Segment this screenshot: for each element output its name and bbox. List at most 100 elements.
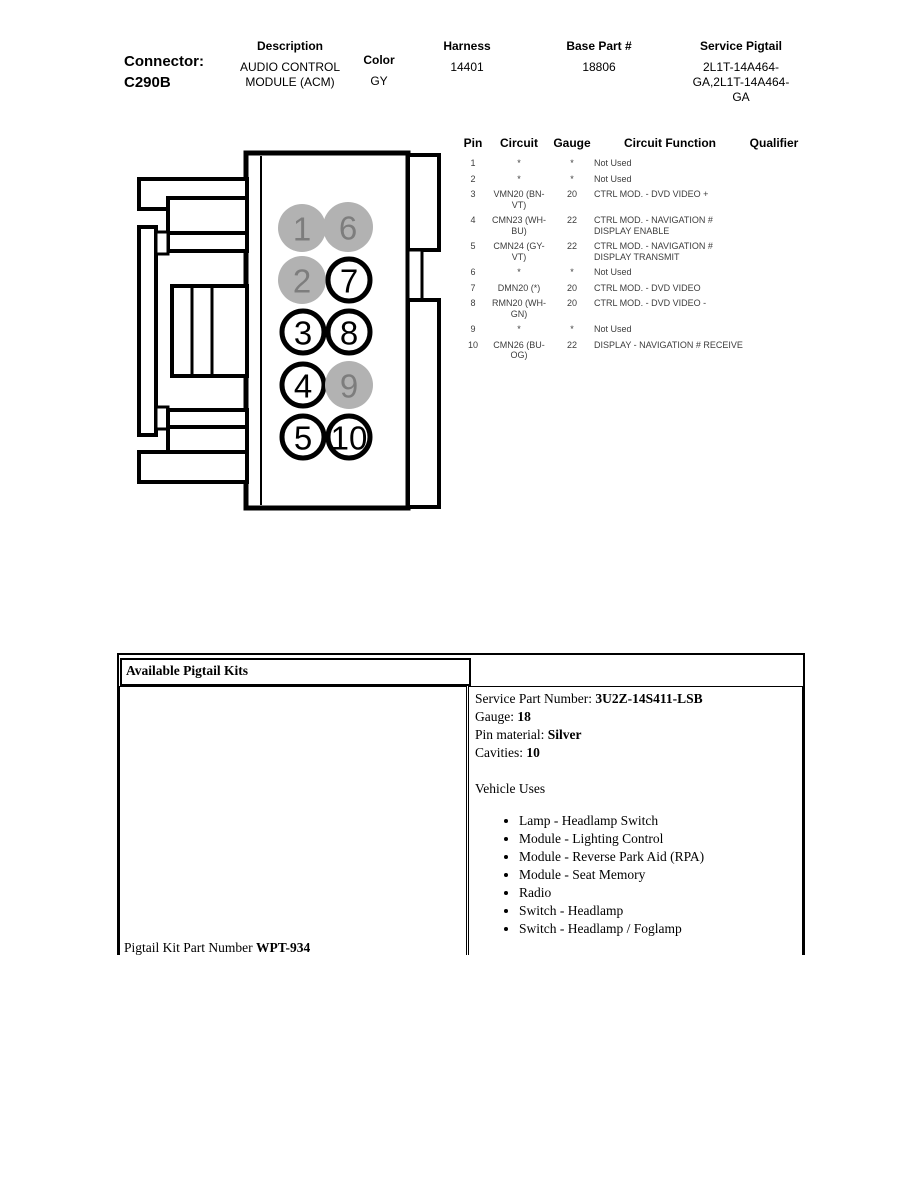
kit-detail-label: Pin material:: [475, 727, 545, 742]
pin-8: 8: [325, 308, 373, 356]
pin-8-number: 8: [340, 315, 358, 352]
right-tab-bottom: [406, 298, 441, 509]
pigtail-kits-header-row: Available Pigtail Kits: [119, 655, 803, 686]
gauge-cell: *: [570, 324, 574, 334]
pin-4: 4: [279, 361, 327, 409]
circuit-cell: DMN20 (*): [497, 282, 541, 293]
function-cell: Not Used: [594, 158, 632, 168]
pigtail-kits-title: Available Pigtail Kits: [126, 663, 248, 678]
kit-detail-value: Silver: [547, 727, 582, 742]
pin-2: 2: [278, 256, 326, 304]
base-part-label: Base Part #: [566, 39, 632, 53]
pin-7: 7: [325, 256, 373, 304]
kit-detail-cell: Service Part Number: 3U2Z-14S411-LSB Gau…: [468, 686, 803, 955]
circuit-cell: *: [517, 158, 521, 168]
connector-title: Connector: C290B: [124, 51, 204, 93]
circuit-cell: *: [517, 267, 521, 277]
pin-table-row: 7 DMN20 (*) 20 CTRL MOD. - DVD VIDEO: [458, 280, 802, 296]
pin-10: 10: [325, 413, 373, 461]
kit-detail-label: Gauge:: [475, 709, 514, 724]
qualifier-cell: [746, 186, 802, 212]
gauge-cell: 20: [566, 282, 577, 293]
kit-detail-value: 3U2Z-14S411-LSB: [595, 691, 703, 706]
pin-table-row: 9 * * Not Used: [458, 321, 802, 337]
pin-table-row: 4 CMN23 (WH-BU) 22 CTRL MOD. - NAVIGATIO…: [458, 212, 802, 238]
pin-1: 1: [278, 204, 326, 252]
qualifier-cell: [746, 212, 802, 238]
header-col-base-part: Base Part # 18806: [553, 39, 645, 75]
kit-part-number-value: WPT-934: [256, 940, 311, 955]
kit-part-number-label: Pigtail Kit Part Number: [124, 940, 253, 955]
vehicle-use-item: Module - Reverse Park Aid (RPA): [519, 848, 796, 866]
qualifier-cell: [746, 321, 802, 337]
pin-cell: 4: [470, 215, 476, 225]
pin-cell: 3: [470, 189, 476, 199]
vehicle-use-item: Module - Lighting Control: [519, 830, 796, 848]
pin-table-header-row: Pin Circuit Gauge Circuit Function Quali…: [458, 136, 802, 155]
pin-table-row: 2 * * Not Used: [458, 171, 802, 187]
pin-cell: 10: [467, 339, 478, 350]
pigtail-kits-body-row: Pigtail Kit Part Number WPT-934 Service …: [119, 686, 803, 955]
pin-6-number: 6: [339, 210, 357, 247]
circuit-cell: CMN23 (WH-BU): [492, 215, 546, 236]
gauge-cell: *: [570, 158, 574, 168]
pin-table-row: 10 CMN26 (BU-OG) 22 DISPLAY - NAVIGATION…: [458, 337, 802, 363]
pin-2-number: 2: [293, 263, 311, 300]
pin-6: 6: [323, 202, 373, 252]
connector-diagram: 1 6 2 7 3 8 4: [120, 140, 460, 520]
left-ribbed-block: [170, 284, 249, 378]
kit-detail-line: Gauge: 18: [475, 708, 796, 726]
gauge-header: Gauge: [553, 136, 591, 150]
kit-detail-line: Cavities: 10: [475, 744, 796, 762]
vehicle-use-item: Radio: [519, 884, 796, 902]
gauge-cell: 20: [566, 189, 577, 199]
pin-5: 5: [279, 413, 327, 461]
gauge-cell: *: [570, 173, 574, 184]
left-small-bar-top: [154, 230, 170, 256]
qualifier-cell: [746, 155, 802, 171]
gauge-cell: 20: [566, 298, 577, 308]
pin-9: 9: [325, 361, 373, 409]
circuit-function-header: Circuit Function: [624, 136, 716, 150]
pin-cell: 8: [470, 298, 476, 308]
function-cell: CTRL MOD. - NAVIGATION # DISPLAY ENABLE: [594, 215, 713, 236]
function-cell: Not Used: [594, 267, 632, 277]
qualifier-cell: [746, 264, 802, 280]
kit-part-number-cell: Pigtail Kit Part Number WPT-934: [119, 686, 467, 955]
pin-table-row: 5 CMN24 (GY-VT) 22 CTRL MOD. - NAVIGATIO…: [458, 238, 802, 264]
connector-id: C290B: [124, 74, 171, 91]
pin-5-number: 5: [294, 420, 312, 457]
pin-cell: 6: [470, 267, 476, 277]
right-tab-top: [406, 153, 441, 252]
circuit-cell: *: [517, 324, 521, 334]
pin-10-number: 10: [331, 420, 368, 457]
vehicle-use-item: Lamp - Headlamp Switch: [519, 812, 796, 830]
description-label: Description: [256, 39, 323, 53]
header-col-harness: Harness 14401: [427, 39, 507, 75]
pin-9-number: 9: [340, 368, 358, 405]
gauge-cell: 22: [566, 215, 577, 225]
pin-4-number: 4: [294, 368, 312, 405]
circuit-cell: *: [517, 173, 521, 184]
qualifier-cell: [746, 171, 802, 187]
pin-table-row: 3 VMN20 (BN-VT) 20 CTRL MOD. - DVD VIDEO…: [458, 186, 802, 212]
function-cell: Not Used: [594, 324, 632, 334]
circuit-cell: CMN26 (BU-OG): [493, 339, 545, 361]
harness-value: 14401: [450, 60, 484, 74]
qualifier-header: Qualifier: [749, 136, 799, 150]
vehicle-use-item: Switch - Headlamp / Foglamp: [519, 920, 796, 938]
kit-detail-line: Pin material: Silver: [475, 726, 796, 744]
left-vertical-bar: [137, 225, 158, 437]
qualifier-cell: [746, 280, 802, 296]
color-label: Color: [363, 53, 395, 67]
pin-table-row: 8 RMN20 (WH-GN) 20 CTRL MOD. - DVD VIDEO…: [458, 295, 802, 321]
function-cell: CTRL MOD. - DVD VIDEO: [594, 282, 701, 293]
kit-detail-label: Cavities:: [475, 745, 523, 760]
pin-header: Pin: [463, 136, 483, 150]
vehicle-uses-label: Vehicle Uses: [475, 781, 546, 796]
qualifier-cell: [746, 337, 802, 363]
gauge-cell: 22: [566, 241, 577, 251]
base-part-value: 18806: [582, 60, 616, 74]
kit-detail-line: Service Part Number: 3U2Z-14S411-LSB: [475, 690, 796, 708]
